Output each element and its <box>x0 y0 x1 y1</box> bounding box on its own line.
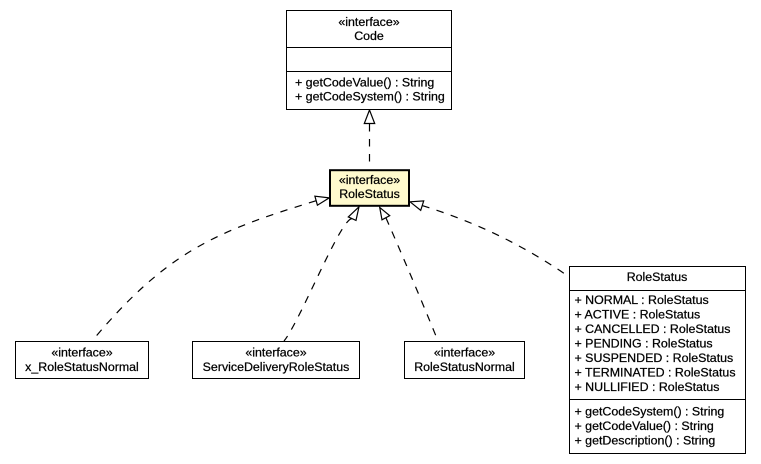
svg-text:+ TERMINATED : RoleStatus: + TERMINATED : RoleStatus <box>575 366 736 380</box>
svg-text:+ ACTIVE : RoleStatus: + ACTIVE : RoleStatus <box>575 308 701 322</box>
svg-text:+ getDescription() : String: + getDescription() : String <box>575 434 716 448</box>
svg-text:RoleStatus: RoleStatus <box>627 270 688 284</box>
svg-text:ServiceDeliveryRoleStatus: ServiceDeliveryRoleStatus <box>203 360 350 374</box>
svg-text:«interface»: «interface» <box>51 345 112 359</box>
svg-text:RoleStatusNormal: RoleStatusNormal <box>414 360 515 374</box>
svg-text:x_RoleStatusNormal: x_RoleStatusNormal <box>25 360 139 374</box>
svg-text:«interface»: «interface» <box>434 345 495 359</box>
svg-text:+ SUSPENDED : RoleStatus: + SUSPENDED : RoleStatus <box>575 351 734 365</box>
svg-text:+ CANCELLED : RoleStatus: + CANCELLED : RoleStatus <box>575 322 731 336</box>
svg-text:+ PENDING : RoleStatus: + PENDING : RoleStatus <box>575 337 713 351</box>
svg-text:«interface»: «interface» <box>338 15 399 29</box>
svg-text:+ getCodeSystem() : String: + getCodeSystem() : String <box>575 405 725 419</box>
svg-text:RoleStatus: RoleStatus <box>339 187 400 201</box>
svg-text:«interface»: «interface» <box>339 173 400 187</box>
svg-text:+ NORMAL : RoleStatus: + NORMAL : RoleStatus <box>575 293 709 307</box>
svg-text:+ getCodeValue() : String: + getCodeValue() : String <box>575 419 714 433</box>
svg-text:Code: Code <box>354 29 384 43</box>
svg-text:+ getCodeValue() : String: + getCodeValue() : String <box>295 76 434 90</box>
svg-text:«interface»: «interface» <box>245 345 306 359</box>
svg-text:+ getCodeSystem() : String: + getCodeSystem() : String <box>295 90 445 104</box>
svg-text:+ NULLIFIED : RoleStatus: + NULLIFIED : RoleStatus <box>575 380 720 394</box>
